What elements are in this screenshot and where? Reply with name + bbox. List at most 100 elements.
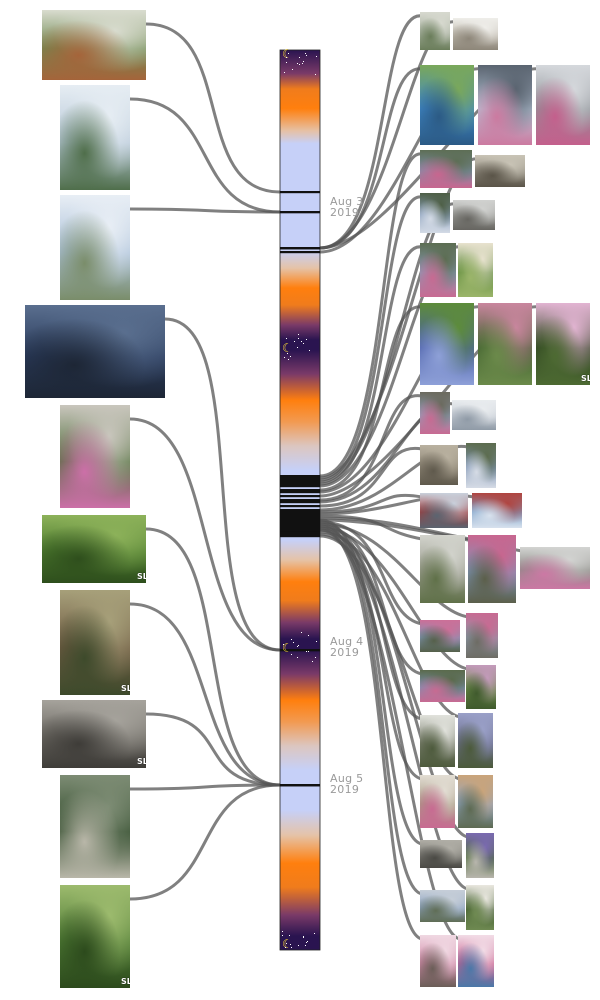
link-photo-marmot-closeup (319, 446, 423, 508)
date-label-day: Aug 5 (330, 772, 364, 785)
photo-blue-lupines[interactable] (420, 303, 474, 385)
star-dot (306, 55, 307, 56)
photo-time-tick (280, 517, 320, 520)
star-dot (288, 359, 289, 360)
photo-lichen-rocks[interactable]: SL (42, 700, 146, 768)
link-photo-white-flowers (319, 524, 469, 891)
photo-time-tick (280, 501, 320, 504)
photo-bungee-trampoline-2[interactable] (60, 195, 130, 300)
photo-time-tick (280, 519, 320, 522)
star-dot (315, 657, 316, 658)
timeline-segment-evening-aug5 (280, 810, 320, 950)
photo-purple-wildflower[interactable] (466, 833, 494, 878)
star-dot (286, 57, 287, 58)
photo-rocky-outcrop[interactable] (420, 840, 462, 868)
star-dot (282, 931, 283, 932)
photo-white-flowers[interactable] (466, 885, 494, 930)
photo-meadow-flowers[interactable] (466, 665, 496, 709)
photo-market-tent[interactable] (42, 10, 146, 80)
photo-gondola-cabin[interactable] (536, 65, 590, 145)
photo-time-tick (280, 483, 320, 486)
photo-bowl-snack[interactable] (453, 18, 498, 50)
timeline-segment-day-aug5 (280, 770, 320, 810)
photo-chairlift-red[interactable] (420, 493, 468, 528)
star-dot (303, 936, 304, 937)
photo-girl-sitting-rock[interactable] (420, 12, 450, 50)
photo-star-trails-lake[interactable] (25, 305, 165, 398)
photo-time-tick (280, 523, 320, 526)
photo-valley-view[interactable] (466, 443, 496, 488)
photo-moss-bark[interactable]: SL (60, 590, 130, 695)
photo-summit-sign[interactable] (458, 775, 493, 828)
photo-time-tick (280, 481, 320, 484)
photo-watermark: SL (121, 977, 130, 986)
photo-frog-leaves[interactable]: SL (42, 515, 146, 583)
photo-lake-horizon[interactable] (420, 890, 465, 922)
star-dot (301, 632, 302, 633)
moon-icon: ☾ (282, 341, 293, 355)
star-dot (306, 339, 307, 340)
photo-snowy-slope[interactable] (452, 400, 496, 430)
photo-girl-with-sign[interactable] (60, 405, 130, 508)
star-dot (292, 69, 293, 70)
date-label-year: 2019 (330, 646, 360, 659)
photo-time-tick (280, 533, 320, 536)
link-photo-bungee-trampoline-2 (129, 207, 281, 214)
star-dot (316, 641, 317, 642)
photo-girl-sunhat[interactable] (420, 935, 456, 987)
photo-rocky-summit[interactable] (453, 200, 495, 230)
star-dot (299, 64, 300, 65)
photo-mountain-viewpoint[interactable] (420, 150, 472, 188)
photo-wild-grass[interactable]: SL (60, 885, 130, 988)
star-dot (282, 935, 283, 936)
star-dot (308, 635, 309, 636)
photo-gravel-path[interactable] (420, 535, 465, 603)
photo-girl-with-cup[interactable] (420, 775, 455, 828)
photo-blue-hammock[interactable] (420, 65, 474, 145)
link-photo-alpine-lake (319, 195, 423, 482)
photo-girl-rock-pose[interactable] (466, 613, 498, 658)
photo-white-heather[interactable] (420, 715, 455, 767)
photo-marmot-rocks[interactable] (475, 155, 525, 187)
date-label-year: 2019 (330, 206, 360, 219)
star-dot (291, 947, 292, 948)
star-dot (298, 334, 299, 335)
photo-selfie-mountain[interactable] (468, 535, 516, 603)
photo-boulder-field[interactable] (520, 547, 590, 589)
photo-time-tick (280, 475, 320, 478)
date-label-aug3: Aug 3 2019 (330, 196, 363, 218)
link-photo-blue-hammock (319, 67, 423, 250)
photo-time-tick (280, 505, 320, 508)
photo-hiker-ridge[interactable] (420, 243, 456, 297)
star-dot (286, 943, 287, 944)
photo-alpine-flowers[interactable] (458, 243, 493, 297)
photo-time-tick (280, 485, 320, 488)
photo-time-tick (280, 513, 320, 516)
link-photo-chairlift-red (319, 493, 423, 514)
star-dot (315, 74, 316, 75)
star-dot (297, 63, 298, 64)
photo-pink-aster[interactable]: SL (536, 303, 590, 385)
star-dot (303, 61, 304, 62)
photo-girl-sunglasses[interactable] (458, 935, 494, 987)
photo-purple-daisies[interactable] (458, 713, 493, 768)
photo-time-tick (280, 477, 320, 480)
photo-girls-viewpoint[interactable] (420, 620, 460, 652)
photo-marmot-closeup[interactable] (420, 445, 458, 485)
photo-family-ridge-1[interactable] (420, 392, 450, 434)
moon-icon: ☾ (282, 47, 293, 61)
timeline-segment-evening-aug3 (280, 250, 320, 350)
star-dot (298, 645, 299, 646)
photo-time-tick (280, 247, 320, 250)
photo-pink-paintbrush[interactable] (478, 303, 532, 385)
photo-gondola-deck[interactable] (478, 65, 532, 145)
photo-mountain-panorama[interactable] (420, 670, 465, 702)
date-label-day: Aug 3 (330, 195, 364, 208)
photo-alpine-lake[interactable] (420, 193, 450, 233)
photo-chairlift-sky[interactable] (472, 493, 522, 528)
star-dot (297, 657, 298, 658)
photo-bungee-trampoline-1[interactable] (60, 85, 130, 190)
timeline-segment-evening-aug4 (280, 540, 320, 650)
photo-forest-trail[interactable] (60, 775, 130, 878)
date-label-aug4: Aug 4 2019 (330, 636, 363, 658)
